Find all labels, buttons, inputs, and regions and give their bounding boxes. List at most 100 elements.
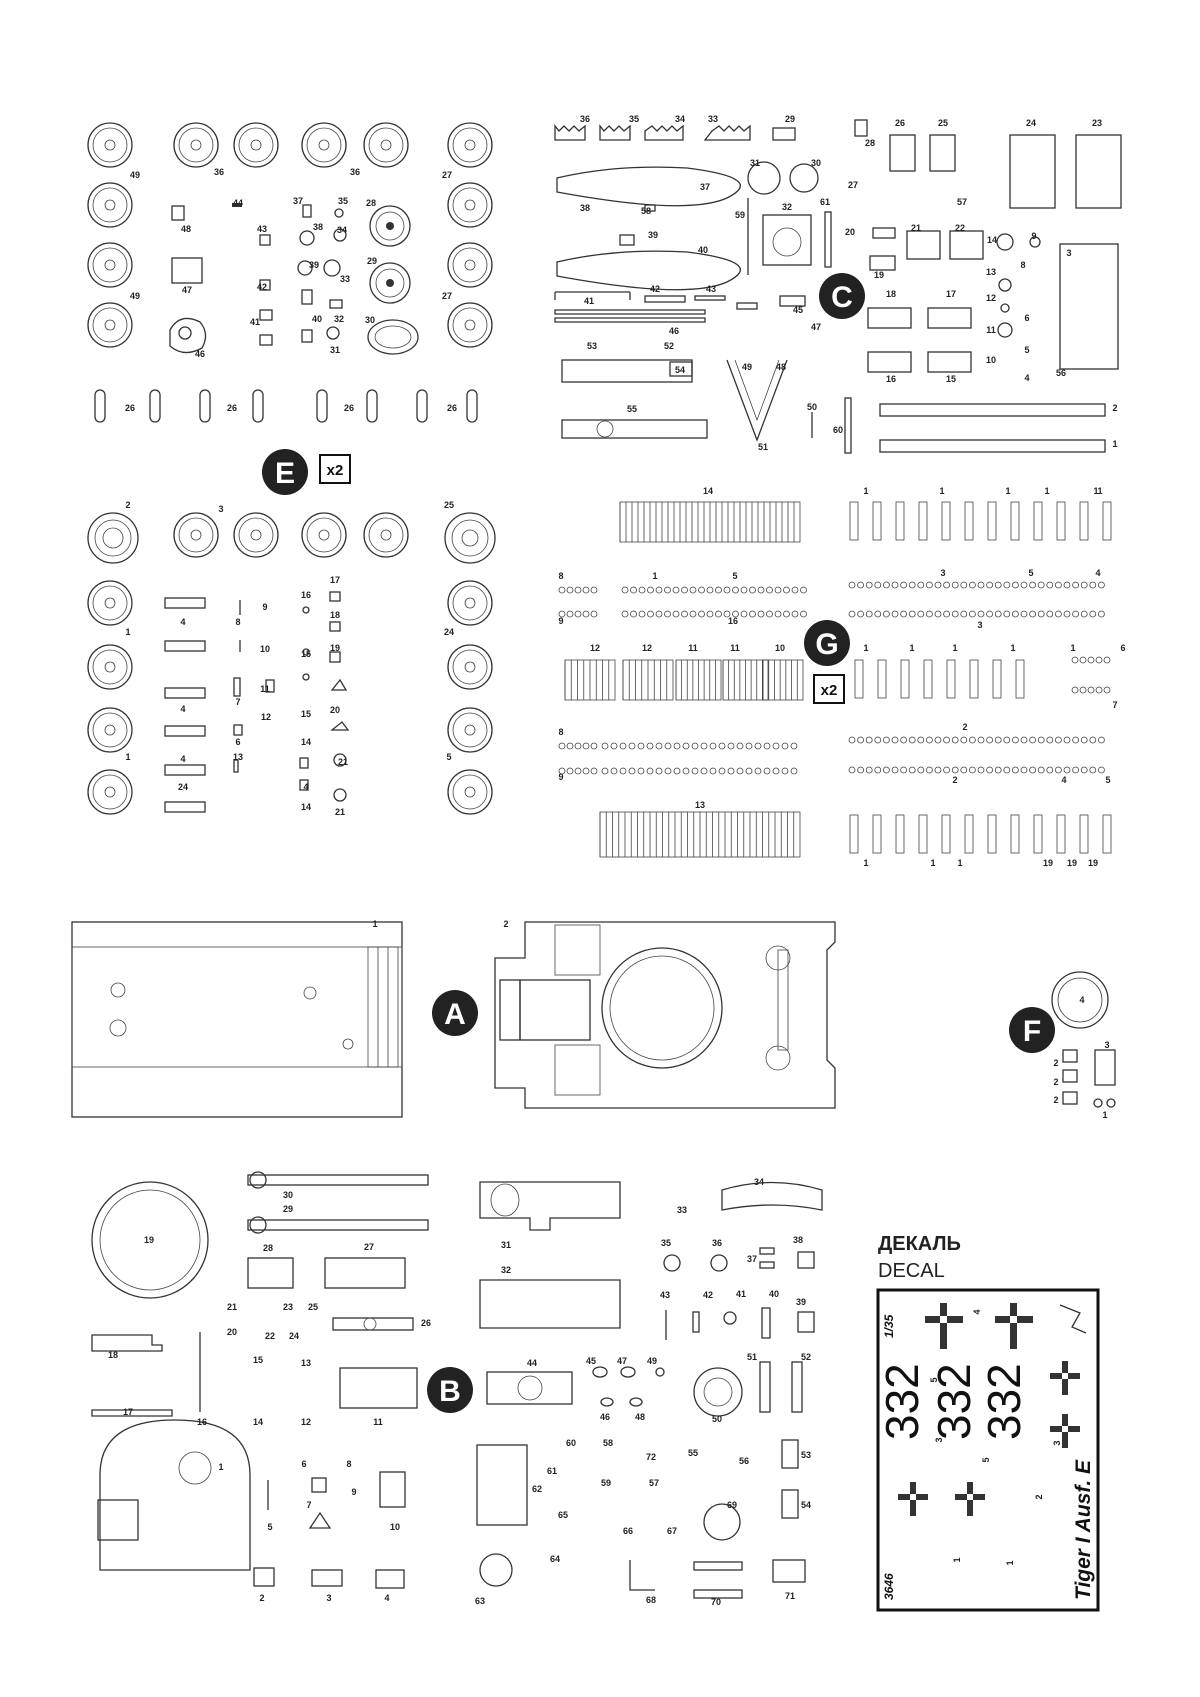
- track-pin: [960, 766, 968, 774]
- part-number-label: 1: [909, 643, 914, 653]
- track-pin: [590, 767, 598, 775]
- part-number-label: 4: [1079, 995, 1084, 1005]
- track-pin: [926, 766, 933, 774]
- part-number-label: 27: [848, 180, 858, 190]
- track-link: [1056, 814, 1066, 854]
- decal-border: [876, 1288, 1100, 1612]
- track-link: [1102, 501, 1112, 541]
- part-number-label: 44: [527, 1358, 537, 1368]
- part-number-label: 8: [558, 571, 563, 581]
- part-number-label: 9: [351, 1487, 356, 1497]
- part-number-label: 55: [688, 1448, 698, 1458]
- part-number-label: 26: [447, 403, 457, 413]
- part-number-label: 36: [580, 114, 590, 124]
- track-pin: [1071, 656, 1079, 664]
- track-pin: [736, 767, 744, 775]
- track-pin: [1055, 581, 1062, 589]
- part-number-label: 2: [503, 919, 508, 929]
- track-pin: [891, 610, 899, 618]
- part-number-label: 12: [261, 712, 271, 722]
- track-pin: [637, 767, 645, 775]
- track-guide: [199, 389, 211, 423]
- track-link: [1010, 501, 1020, 541]
- part-number-label: 15: [946, 374, 956, 384]
- track-link-block: [722, 659, 769, 701]
- track-pin: [718, 742, 726, 750]
- part-number-label: 2: [1053, 1077, 1058, 1087]
- track-pin: [969, 766, 976, 774]
- part-number-label: 38: [580, 203, 590, 213]
- part-number-label: 31: [330, 345, 340, 355]
- track-pin: [781, 742, 789, 750]
- part-number-label: 45: [793, 305, 803, 315]
- track-pin: [908, 610, 916, 618]
- track-pin: [619, 767, 627, 775]
- track-link: [1079, 501, 1089, 541]
- road-wheel: [301, 512, 347, 558]
- track-pin: [848, 766, 856, 774]
- track-pin: [1080, 766, 1088, 774]
- part-number-label: 42: [650, 284, 660, 294]
- part-number-label: 1: [930, 858, 935, 868]
- sprue-badge-c: C: [819, 273, 865, 319]
- part-number-label: 32: [501, 1265, 511, 1275]
- part-number-label: 9: [1031, 231, 1036, 241]
- track-pin: [610, 767, 618, 775]
- track-pin: [865, 610, 873, 618]
- part-number-label: 1: [863, 643, 868, 653]
- track-pin: [757, 610, 765, 618]
- track-pin: [994, 610, 1002, 618]
- sprue-letter: G: [815, 628, 838, 661]
- part-number-label: 35: [338, 196, 348, 206]
- decal-model-name: Tiger I Ausf. E: [1072, 1459, 1095, 1600]
- part-number-label: 1: [939, 486, 944, 496]
- sprue-a-frame: [71, 921, 836, 1118]
- track-link: [895, 501, 905, 541]
- part-number-label: 29: [283, 1204, 293, 1214]
- track-link: [872, 501, 882, 541]
- part-number-label: 10: [775, 643, 785, 653]
- track-pin: [630, 610, 637, 618]
- part-number-label: 37: [293, 196, 303, 206]
- track-pin: [1089, 766, 1097, 774]
- track-pin: [590, 610, 598, 618]
- part-number-label: 58: [603, 1438, 613, 1448]
- track-pin: [865, 581, 873, 589]
- track-pin: [1095, 656, 1103, 664]
- track-pin: [1020, 766, 1028, 774]
- part-number-label: 21: [911, 223, 921, 233]
- part-number-label: 17: [123, 1407, 133, 1417]
- part-number-label: 17: [330, 575, 340, 585]
- track-pin: [800, 586, 807, 594]
- part-number-label: 11: [260, 684, 270, 694]
- track-pin: [848, 610, 856, 618]
- track-pin: [582, 586, 590, 594]
- track-pin: [943, 581, 950, 589]
- track-pin: [977, 736, 985, 744]
- track-pin: [1055, 736, 1062, 744]
- decal-scale: 1/35: [882, 1314, 896, 1338]
- decal-title-ru: ДЕКАЛЬ: [878, 1233, 961, 1255]
- track-link-block: [622, 659, 674, 701]
- part-number-label: 51: [747, 1352, 757, 1362]
- part-number-label: 27: [442, 291, 452, 301]
- part-number-label: 20: [845, 227, 855, 237]
- track-pin: [917, 610, 925, 618]
- sprue-e-small-parts: [169, 203, 419, 355]
- track-link: [987, 814, 997, 854]
- sprue-c-frame: [554, 119, 1122, 454]
- part-number-label: 1: [863, 858, 868, 868]
- decal-index-label: 1: [1005, 1560, 1015, 1565]
- track-guide: [416, 389, 428, 423]
- part-number-label: 26: [125, 403, 135, 413]
- track-pin: [960, 581, 968, 589]
- track-pin: [1046, 736, 1054, 744]
- sprue-badge-f: F: [1009, 1007, 1055, 1053]
- track-pin: [709, 767, 717, 775]
- sprue-e-sprocket: [87, 512, 496, 564]
- track-pin: [883, 610, 890, 618]
- track-pin: [681, 586, 688, 594]
- track-pin: [900, 736, 907, 744]
- track-pin: [908, 581, 916, 589]
